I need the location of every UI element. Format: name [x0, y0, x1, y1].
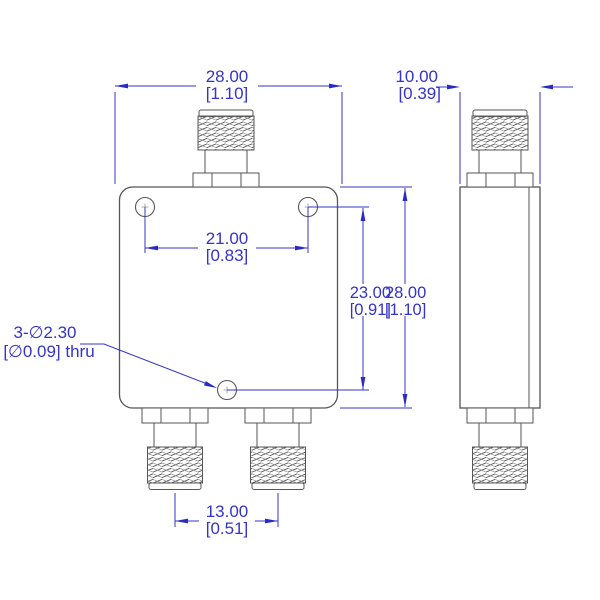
dim-body-height: 28.00 [1.10] — [340, 186, 426, 409]
arrowhead — [265, 518, 278, 524]
dim-text-metric: 23.00 — [350, 284, 391, 302]
dim-depth: 10.00 [0.39] — [395, 67, 573, 184]
sma-connector-input — [192, 109, 260, 188]
thread-hatch — [250, 446, 306, 484]
dim-text-metric: 28.00 — [385, 284, 426, 302]
dim-text-imperial: [1.10] — [385, 301, 426, 319]
sma-connector-output-2 — [244, 407, 312, 490]
leader-line — [80, 343, 207, 384]
arrowhead — [175, 518, 188, 524]
arrowhead — [145, 245, 158, 251]
dim-mount-hole-spacing-vertical: 23.00 [0.91] — [227, 206, 391, 391]
thread-hatch — [471, 115, 529, 151]
front-body-outline — [118, 186, 339, 409]
sma-connector-output-1 — [141, 407, 209, 490]
arrowhead — [204, 381, 217, 388]
mount-hole-callout: 3-∅2.30 [∅0.09] thru — [3, 323, 217, 388]
thread-hatch — [147, 446, 203, 484]
side-body-outline — [459, 186, 541, 409]
side-sma-bottom — [466, 407, 534, 490]
arrowhead — [329, 83, 342, 89]
dim-text-metric: 28.00 — [206, 67, 249, 86]
dim-output-port-spacing: 13.00 [0.51] — [174, 493, 279, 538]
dim-text-imperial: [0.39] — [398, 84, 441, 103]
thread-hatch — [472, 446, 528, 484]
dim-text-metric: 21.00 — [206, 229, 249, 248]
arrowhead — [115, 83, 128, 89]
dim-text-metric: 10.00 — [395, 67, 438, 86]
callout-text-line2: [∅0.09] thru — [3, 342, 94, 361]
dim-text-imperial: [0.51] — [206, 519, 249, 538]
front-view — [118, 109, 339, 490]
arrowhead — [360, 208, 366, 221]
side-sma-top — [466, 109, 534, 188]
dim-text-imperial: [0.91] — [350, 301, 391, 319]
dim-body-width: 28.00 [1.10] — [114, 67, 343, 184]
dim-text-metric: 13.00 — [206, 502, 249, 521]
thread-hatch — [197, 115, 255, 151]
arrowhead — [360, 377, 366, 390]
side-view — [459, 109, 541, 490]
arrowhead — [402, 394, 408, 407]
dim-mount-hole-spacing-horizontal: 21.00 [0.83] — [144, 207, 309, 265]
arrowhead — [295, 245, 308, 251]
dim-text-imperial: [1.10] — [206, 84, 249, 103]
arrowhead — [402, 188, 408, 201]
arrowhead — [540, 84, 553, 90]
dim-text-imperial: [0.83] — [206, 246, 249, 265]
arrowhead — [447, 84, 460, 90]
callout-text-line1: 3-∅2.30 — [13, 323, 76, 342]
